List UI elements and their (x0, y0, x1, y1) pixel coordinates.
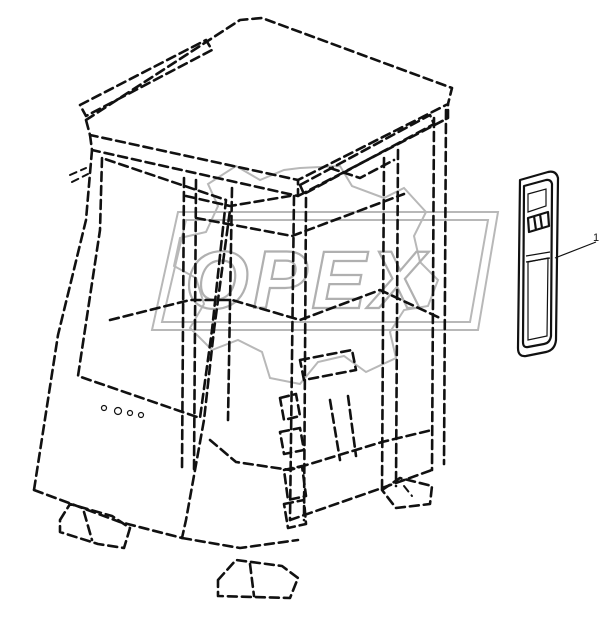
cab-lower-brace (328, 394, 358, 462)
cab-roof-rail-left (78, 38, 214, 118)
cab-front-window (76, 156, 228, 420)
window-latch (526, 210, 551, 234)
cab-floor-edge (288, 468, 434, 522)
cab-mount-rear-bolt (403, 485, 413, 497)
window-pane-lower (527, 257, 549, 341)
cab-rear-right-post (430, 108, 448, 472)
window-divider (525, 251, 551, 263)
cab-inner-post-2 (226, 186, 234, 422)
cab-roof-edge (88, 102, 450, 198)
cab-cross-member-lower (208, 428, 434, 472)
front-control-3 (126, 409, 134, 417)
cab-roof-brace (184, 158, 396, 208)
window-pane-upper (527, 188, 547, 213)
cab-mount-rear (380, 476, 434, 510)
watermark-plate-inner (160, 219, 490, 323)
callout-1: 1 (554, 232, 599, 259)
cab-mount-front-right (216, 558, 300, 600)
cab-roof (84, 16, 454, 182)
front-control-2 (113, 406, 123, 416)
cab-door-ladder (278, 392, 308, 530)
callout-1-number: 1 (593, 232, 599, 244)
cab-rear-post (380, 148, 400, 492)
cab-side-handle (69, 167, 89, 183)
cab-mount-front-left (58, 502, 132, 550)
watermark-plate (150, 211, 500, 331)
cab-roof-rail-right (298, 113, 436, 196)
part-1-window[interactable] (516, 170, 560, 358)
window-frame-inner (521, 178, 554, 349)
window-frame-outer (516, 170, 560, 358)
callout-1-leader (554, 241, 597, 259)
cab-front-left-post (32, 148, 94, 492)
cab-inner-post-1 (180, 176, 198, 472)
cab-side-bracket (298, 348, 358, 382)
cab-cross-member-upper (194, 192, 406, 238)
cab-front-bottom (180, 536, 300, 550)
cab-cross-member-mid (108, 288, 442, 322)
front-control-1 (100, 404, 108, 412)
front-control-4 (137, 411, 145, 419)
cab-outline (32, 16, 454, 600)
